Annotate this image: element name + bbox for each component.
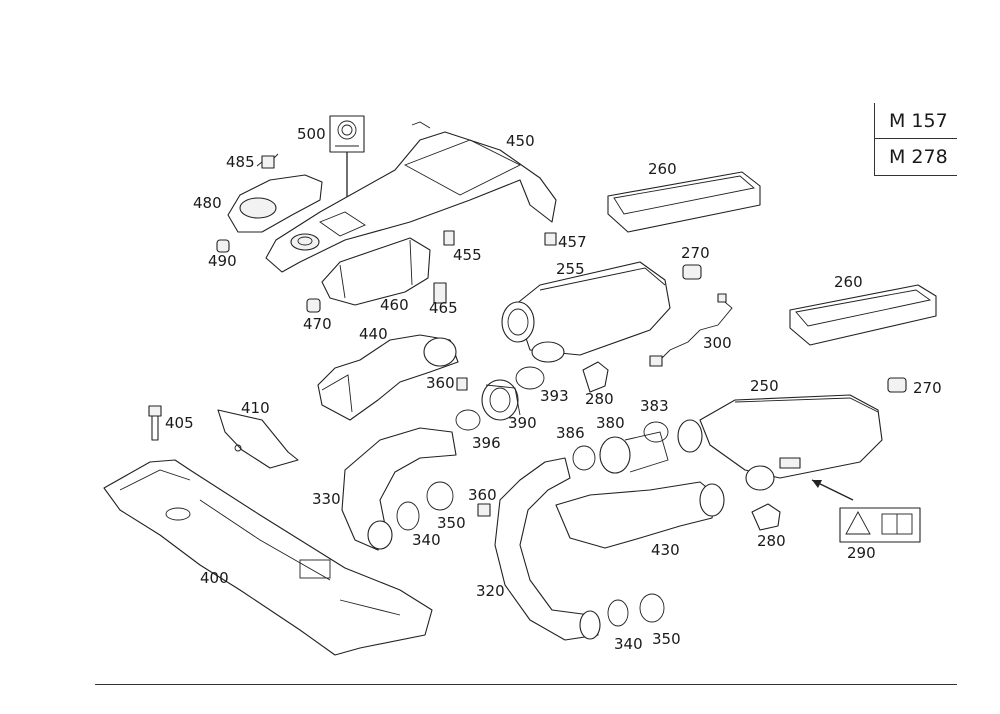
label-440: 440 [359,325,388,343]
part-450-engine-cover [265,121,557,273]
label-340a: 340 [412,531,441,549]
part-465-clip [433,282,447,304]
part-320-hose [494,457,601,641]
label-390: 390 [508,414,537,432]
label-386: 386 [556,424,585,442]
part-405-bolt [148,405,162,441]
part-350-ring-a [426,481,454,511]
label-330: 330 [312,490,341,508]
part-383-ring [643,421,669,443]
label-350b: 350 [652,630,681,648]
label-250: 250 [750,377,779,395]
part-386-ring [572,445,596,471]
label-270b: 270 [913,379,942,397]
label-290: 290 [847,544,876,562]
part-360-screw-b [477,503,491,517]
part-393-ring [515,366,545,390]
part-340-ring-a [396,501,420,531]
label-465: 465 [429,299,458,317]
label-383: 383 [640,397,669,415]
part-480-cover [227,174,323,233]
label-460: 460 [380,296,409,314]
label-450: 450 [506,132,535,150]
label-400: 400 [200,569,229,587]
part-500-sticker [329,115,365,210]
part-280-bracket-lower [751,503,781,531]
part-260-filter-right [789,284,937,346]
label-270a: 270 [681,244,710,262]
label-405: 405 [165,414,194,432]
label-360b: 360 [468,486,497,504]
part-255-filter-housing [501,261,671,363]
part-260-filter-upper [607,171,761,233]
label-457: 457 [558,233,587,251]
part-330-hose [341,427,457,551]
label-470: 470 [303,315,332,333]
label-480: 480 [193,194,222,212]
part-430-duct [555,481,725,549]
part-485-clip [256,153,279,169]
part-340-ring-b [607,599,629,627]
part-455-clip [443,230,455,246]
label-320: 320 [476,582,505,600]
part-396-ring [455,409,481,431]
label-260b: 260 [834,273,863,291]
label-485: 485 [226,153,255,171]
part-460-duct [321,237,431,306]
label-340b: 340 [614,635,643,653]
label-350a: 350 [437,514,466,532]
engine-code-box: M 157 M 278 [874,103,957,176]
label-410: 410 [241,399,270,417]
engine-code-2: M 278 [889,146,948,168]
label-260a: 260 [648,160,677,178]
part-250-filter-housing [677,394,883,501]
label-490: 490 [208,252,237,270]
part-490-grommet [216,239,230,253]
part-350-ring-b [639,593,665,623]
label-380: 380 [596,414,625,432]
label-455: 455 [453,246,482,264]
part-280-bracket-upper [582,361,609,393]
part-270-sensor-upper [682,264,702,280]
part-410-bracket [217,409,299,469]
footer-rule [95,684,957,685]
engine-code-1: M 157 [875,103,957,139]
part-380-maf [599,431,669,474]
part-390-maf [481,379,521,421]
label-360a: 360 [426,374,455,392]
part-360-screw-a [456,377,468,391]
part-290-warning-label [839,507,921,543]
label-280b: 280 [757,532,786,550]
label-500: 500 [297,125,326,143]
part-300-harness [649,293,733,367]
label-300: 300 [703,334,732,352]
label-280a: 280 [585,390,614,408]
part-400-undertray [103,459,433,656]
part-457-clip [544,232,557,246]
part-470-grommet [306,298,321,313]
part-440-intake-duct [317,334,459,421]
label-430: 430 [651,541,680,559]
part-270-sensor-right [887,377,907,393]
label-255: 255 [556,260,585,278]
label-393: 393 [540,387,569,405]
label-396: 396 [472,434,501,452]
